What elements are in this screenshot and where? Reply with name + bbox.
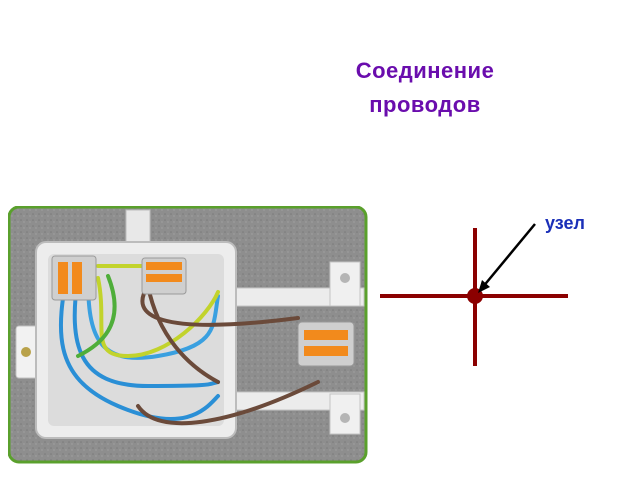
clip-upper bbox=[329, 261, 361, 307]
node-label: узел bbox=[545, 213, 585, 233]
junction-box-photo bbox=[8, 206, 368, 464]
connector-lever bbox=[304, 330, 348, 340]
connector-lever bbox=[58, 262, 68, 294]
screw-icon bbox=[21, 347, 31, 357]
arrow-line bbox=[481, 223, 536, 289]
screw-icon bbox=[340, 413, 350, 423]
connector-lever bbox=[146, 274, 182, 282]
connector-lever bbox=[72, 262, 82, 294]
node-diagram bbox=[380, 223, 568, 366]
wago-connector-outside bbox=[297, 321, 355, 367]
arrow-head-icon bbox=[478, 280, 490, 293]
title-line-2: проводов bbox=[369, 92, 481, 117]
connector-lever bbox=[146, 262, 182, 270]
title-line-1: Соединение bbox=[355, 58, 495, 83]
screw-icon bbox=[340, 273, 350, 283]
connector-lever bbox=[304, 346, 348, 356]
